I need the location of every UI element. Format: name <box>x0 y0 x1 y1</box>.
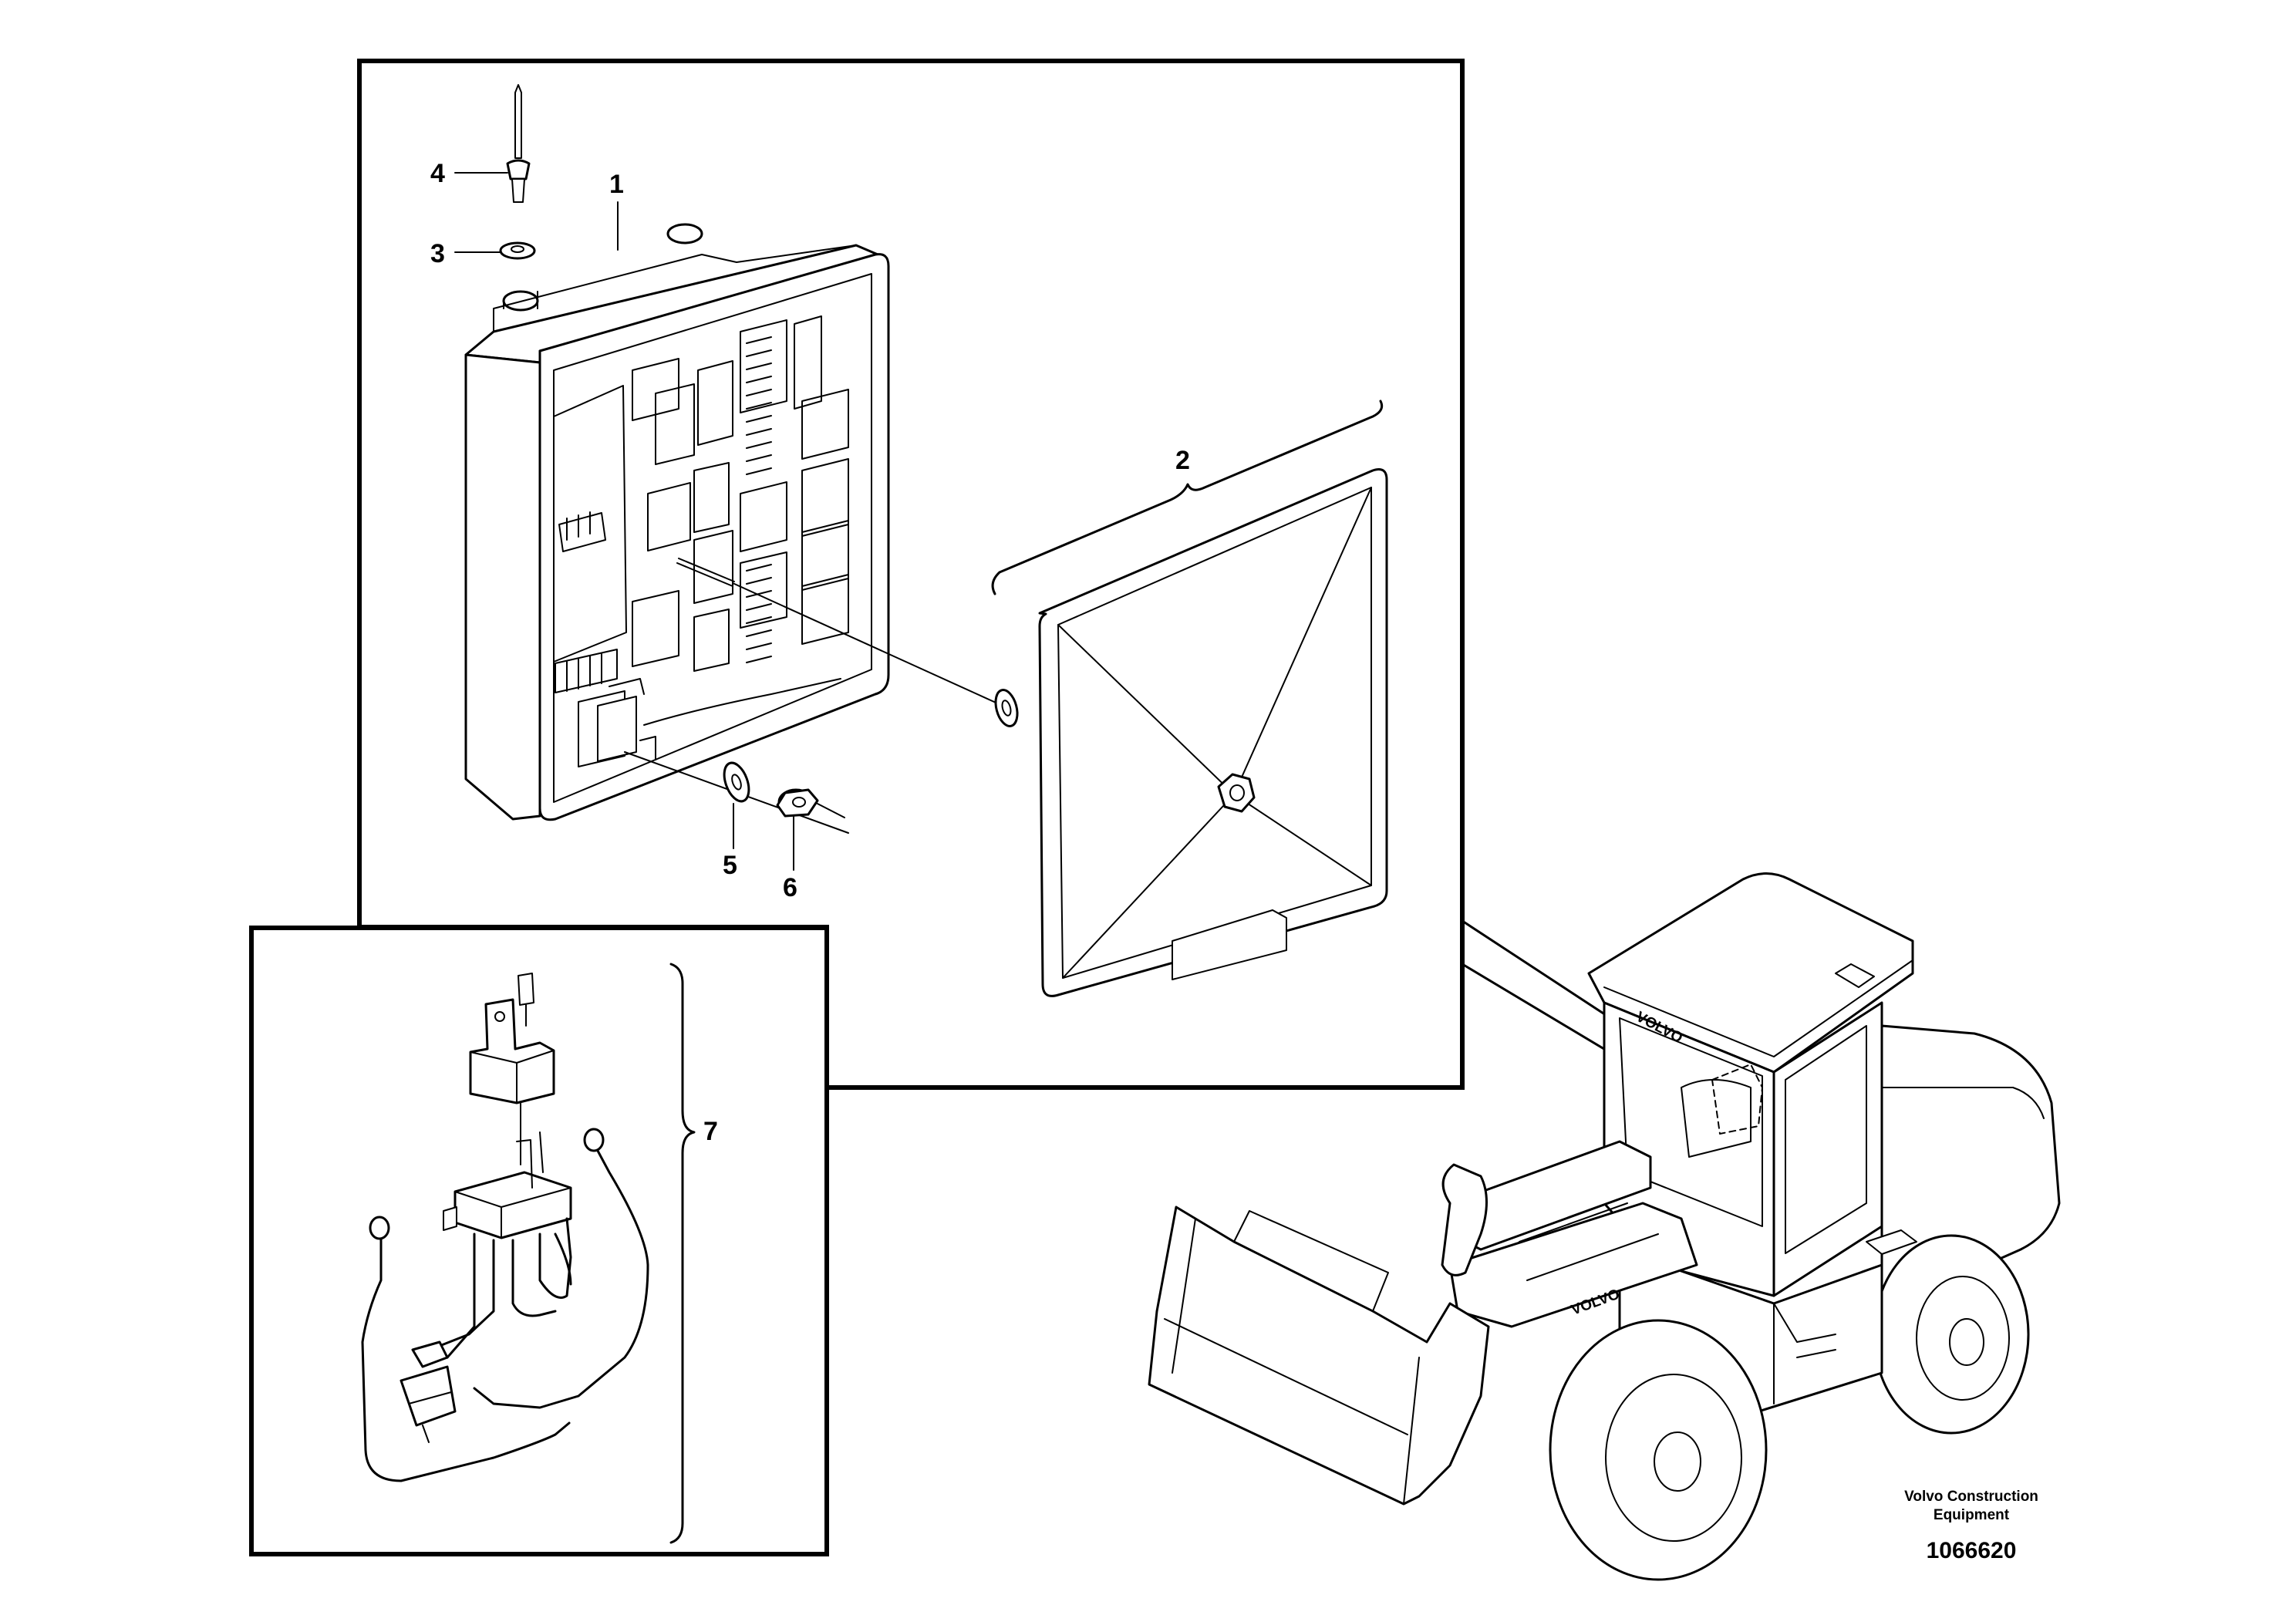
relay-kit <box>361 973 649 1482</box>
lower-washer <box>723 761 750 803</box>
callout-5-label: 5 <box>723 851 737 880</box>
cover-washer <box>994 689 1019 727</box>
stud-leader-line <box>732 582 1003 706</box>
callout-1-label: 1 <box>609 170 624 199</box>
rivet-pin <box>506 84 531 203</box>
flange-nut <box>776 788 845 818</box>
callout-7: 7 <box>703 1117 718 1146</box>
company-name-line2: Equipment <box>1934 1507 2010 1523</box>
callout-1: 1 <box>609 170 624 251</box>
top-washer <box>499 241 536 260</box>
company-name-line1: Volvo Construction <box>1904 1489 2038 1505</box>
callout-4: 4 <box>430 159 508 188</box>
callout-5: 5 <box>723 803 737 880</box>
electrical-distribution-box <box>464 223 890 821</box>
callout-2: 2 <box>1175 446 1190 475</box>
callout-3-label: 3 <box>430 239 445 268</box>
callout-6-label: 6 <box>783 873 797 902</box>
document-number: 1066620 <box>1927 1538 2017 1563</box>
callout-4-label: 4 <box>430 159 445 188</box>
kit-detail-frame <box>249 926 829 1556</box>
brace-item-7 <box>669 963 696 1544</box>
wheel-loader <box>1148 872 2061 1581</box>
callout-6: 6 <box>783 815 797 902</box>
cover-plate <box>1038 468 1388 997</box>
brace-item-2 <box>991 400 1384 595</box>
callout-2-label: 2 <box>1175 446 1190 475</box>
callout-7-label: 7 <box>703 1117 718 1146</box>
callout-3: 3 <box>430 239 502 268</box>
